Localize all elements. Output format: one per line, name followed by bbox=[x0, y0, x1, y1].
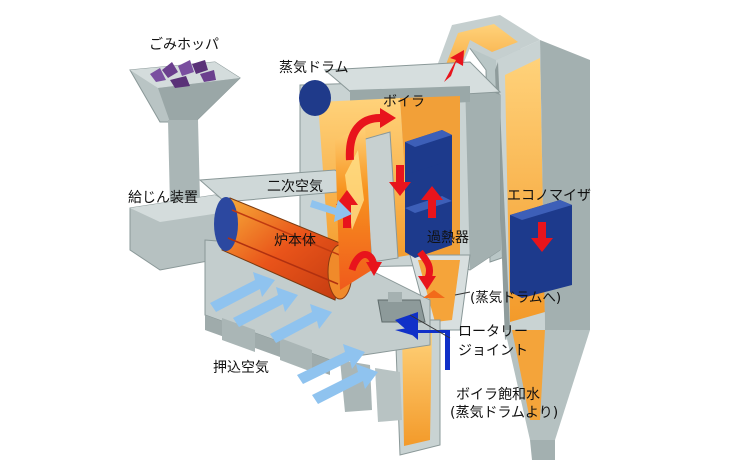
label-superheater: 過熱器 bbox=[427, 230, 469, 246]
label-saturated-water-2: (蒸気ドラムより) bbox=[450, 405, 558, 421]
label-boiler: ボイラ bbox=[383, 94, 425, 110]
label-rotary-joint-1: ロータリー bbox=[458, 324, 528, 340]
label-secondary-air: 二次空気 bbox=[267, 179, 323, 195]
label-steam-drum: 蒸気ドラム bbox=[279, 60, 349, 76]
label-hopper: ごみホッパ bbox=[149, 37, 219, 53]
label-furnace-body: 炉本体 bbox=[274, 233, 316, 249]
label-feeder: 給じん装置 bbox=[128, 190, 198, 206]
steam-drum bbox=[299, 80, 331, 116]
label-economizer: エコノマイザ bbox=[507, 188, 591, 204]
label-to-steam-drum: (蒸気ドラムへ) bbox=[470, 291, 561, 307]
label-rotary-joint-2: ジョイント bbox=[458, 343, 528, 359]
label-saturated-water-1: ボイラ飽和水 bbox=[456, 387, 540, 403]
label-push-air: 押込空気 bbox=[213, 360, 269, 376]
